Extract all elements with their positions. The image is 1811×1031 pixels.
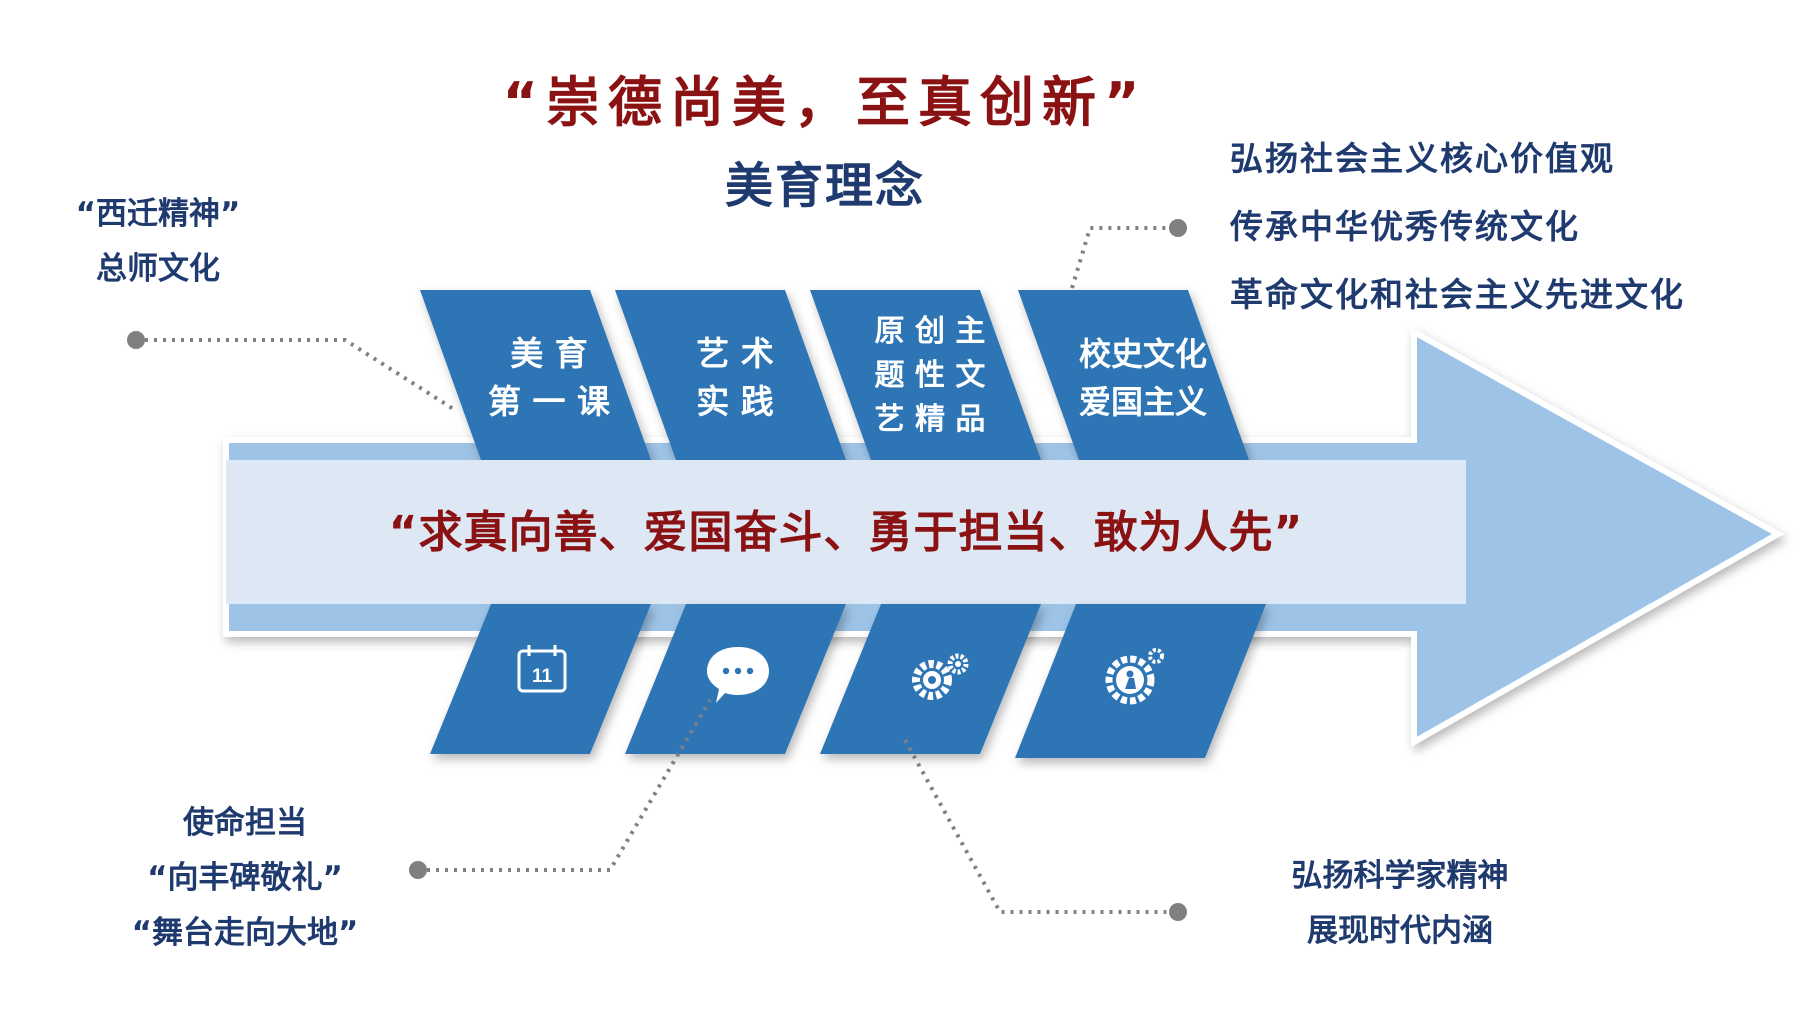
motto-text: “求真向善、爱国奋斗、勇于担当、敢为人先”: [388, 507, 1304, 558]
top-box-3-text: 原 创 主 题 性 文 艺 精 品: [855, 310, 1005, 442]
top-box-3-line-1: 原 创 主: [874, 314, 986, 349]
note-top-right-line-1: 弘扬社会主义核心价值观: [1230, 139, 1615, 178]
top-box-2-line-1: 艺 术: [696, 334, 774, 373]
top-box-4: [1018, 290, 1249, 460]
top-box-4-line-2: 爱国主义: [1078, 383, 1207, 421]
connector-bottom-right: [903, 739, 1187, 921]
top-box-1: [420, 290, 651, 460]
gears-icon: [912, 653, 969, 700]
note-top-right: 弘扬社会主义核心价值观 传承中华优秀传统文化 革命文化和社会主义先进文化: [1230, 125, 1800, 329]
calendar-day: 11: [532, 666, 553, 687]
note-bottom-left: 使命担当 “向丰碑敬礼” “舞台走向大地”: [110, 796, 380, 961]
connector-bottom-left: [409, 698, 712, 879]
calendar-icon: 11: [517, 645, 567, 693]
connector-top-right: [1070, 219, 1187, 289]
bottom-box-1: [430, 604, 651, 754]
top-box-4-text: 校史文化 爱国主义: [1058, 330, 1228, 426]
note-bottom-right: 弘扬科学家精神 展现时代内涵: [1250, 849, 1550, 959]
top-box-3-line-2: 题 性 文: [874, 358, 986, 393]
note-top-left-line-2: 总师文化: [96, 251, 220, 287]
title-slogan: “崇德尚美，至真创新”: [502, 71, 1148, 134]
note-top-right-line-3: 革命文化和社会主义先进文化: [1230, 275, 1685, 314]
note-bottom-right-line-1: 弘扬科学家精神: [1291, 858, 1509, 894]
top-box-4-line-1: 校史文化: [1078, 335, 1207, 373]
note-bottom-left-line-3: “舞台走向大地”: [131, 915, 359, 951]
top-box-1-text: 美 育 第 一 课: [474, 330, 624, 426]
note-bottom-left-line-2: “向丰碑敬礼”: [147, 860, 343, 896]
connector-top-left: [127, 331, 457, 412]
top-box-1-line-2: 第 一 课: [488, 382, 610, 421]
person-gear-icon: [1105, 648, 1164, 705]
chat-bubble-icon: [707, 647, 769, 703]
note-top-left: “西迁精神” 总师文化: [50, 187, 266, 297]
top-box-2-text: 艺 术 实 践: [660, 330, 810, 426]
note-top-left-line-1: “西迁精神”: [75, 196, 241, 232]
top-box-2: [615, 290, 846, 460]
note-bottom-right-line-2: 展现时代内涵: [1307, 913, 1493, 949]
top-box-1-line-1: 美 育: [510, 334, 588, 373]
title-subheading: 美育理念: [724, 158, 925, 214]
note-bottom-left-line-1: 使命担当: [183, 805, 307, 841]
note-top-right-line-2: 传承中华优秀传统文化: [1230, 207, 1580, 246]
top-box-2-line-2: 实 践: [696, 382, 774, 421]
motto-band: [226, 460, 1466, 604]
top-box-3-line-3: 艺 精 品: [874, 402, 986, 437]
top-box-3: [810, 290, 1041, 460]
